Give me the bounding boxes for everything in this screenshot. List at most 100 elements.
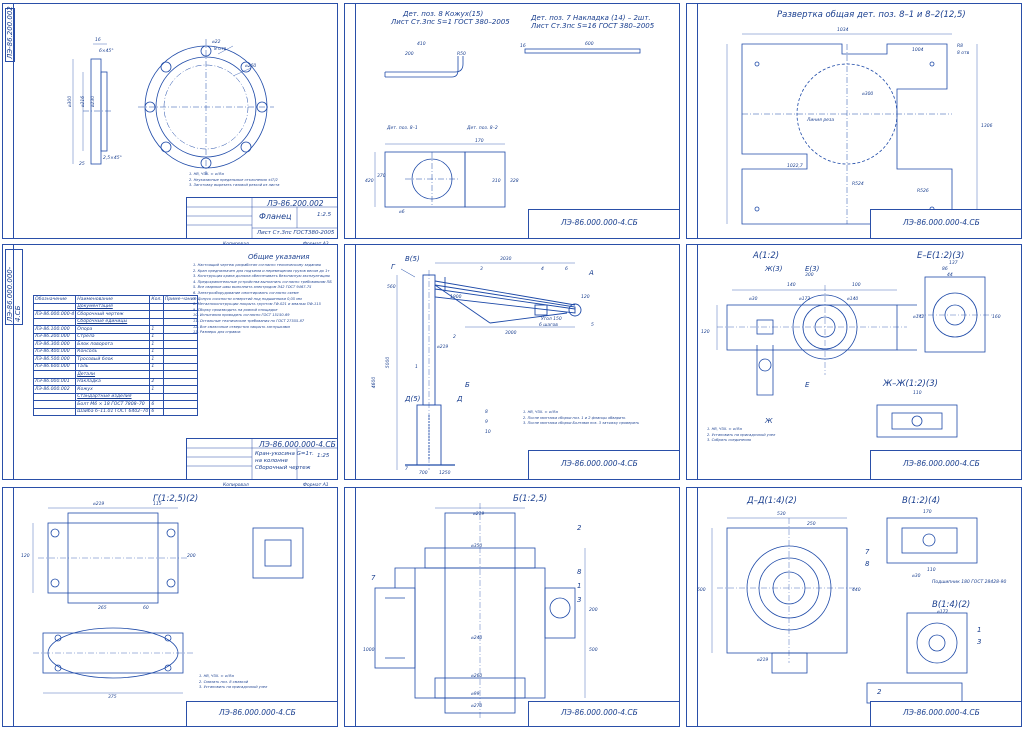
note-line: 7. Допуск соосности отверстий под подшип… [193,296,302,301]
dim-label: 120 [701,330,710,335]
section-d-drawing [711,517,978,704]
dim-label: 328 [510,179,519,184]
note-line: 11. Остальные технические требования по … [193,318,305,323]
views-drawing [716,276,993,438]
view-title: Ж–Ж(1:2)(3) [883,379,938,389]
view-title: А(1:2) [753,251,780,261]
spec-name: Тросовый блок [75,355,151,364]
sheet-margin [3,245,14,479]
dim-label: 100 [852,283,861,288]
drawing-name: на колонне [255,458,288,464]
spec-code: ЛЭ-86.000.002 [32,385,77,394]
notes-title: Общие указания [248,253,310,261]
dim-label: 310 [492,179,501,184]
dim-label: 6 шагов [539,323,558,328]
title-block: ЛЭ-86.000.000-4.СБ [528,701,679,726]
dim-label: 8 отв [957,51,970,56]
note-line: 12. Все смазочные отверстия закрыть загл… [193,324,290,329]
dim-label: ⌀219 [93,502,105,507]
dim-label: 530 [777,512,786,517]
note-line: 3. Заготовку вырезать газовой резкой из … [189,183,280,188]
view-title: Развертка общая дет. поз. 8–1 и 8–2(12,5… [777,10,966,20]
callout: 2 [877,688,882,696]
sheet-view-b: Б(1:2,5) ⌀219 ⌀350 ⌀240 ⌀260 ⌀270 ⌀99 20… [344,487,680,727]
drawing-name: Кран-укосина G=1т. [255,451,314,457]
dim-label: R8 [957,44,963,49]
callout: 3 [480,267,483,272]
note-line: 3. После монтажа сборки Болтами поз. 3 з… [523,421,640,426]
callout: 2 [577,524,582,532]
callout: 1 [577,582,582,590]
general-notes: 1. Настоящий чертеж разработан согласно … [193,263,332,336]
spec-name: Сборочный чертеж [75,310,151,319]
title-block: ЛЭ-86.000.000-4.СБ [870,450,1021,479]
spec-header: Обозначение [32,295,77,304]
development-drawing [726,33,978,225]
dim-label: 200 [405,52,414,57]
note-line: 9. Сборку производить на ровной площадке [193,307,278,312]
note-line: 13. Размеры для справок [193,330,241,335]
spec-qty: 1 [149,385,164,394]
note-line: 6. Электрооборудование смонтировать согл… [193,290,299,295]
spec-code: ЛЭ-86.500.000 [32,355,77,364]
drawing-code: ЛЭ-86.000.000-4.СБ [219,708,296,717]
dim-label: 170 [475,139,484,144]
dim-label: 16 [95,38,101,43]
dim-label: 700 [419,471,428,476]
vertical-code: ЛЭ-86.000.000-4.СБ [5,249,23,325]
dim-label: R50 [457,52,466,57]
dim-label: ⌀219 [757,658,769,663]
view-label: В(5) [405,255,420,263]
spec-code: ЛЭ-86.600.000 [32,362,77,371]
dim-label: 170 [923,510,932,515]
sheet-views-a-e: А(1:2) Ж(3) Е(3) Е–Е(1:2)(3) Ж–Ж(1:2)(3)… [686,244,1022,480]
dim-label: 1004 [912,48,924,53]
drawing-name: Фланец [259,212,292,221]
sheet-margin [687,4,698,238]
tech-notes: 1. НВ, ЧЗХ. ≈ ⌀√Ra 2. Неуказанные предел… [189,172,279,189]
spec-code: ЛЭ-86.400.000 [32,347,77,356]
spec-code: ЛЭ-86.000.000-4 [32,310,77,319]
spec-code: ЛЭ-86.100.000 [32,325,77,334]
view-title: В(1:4)(2) [932,600,971,610]
sheet-view-g: Г(1:2,5)(2) ⌀219 115 120 200 265 60 375 … [2,487,338,727]
dim-label: 200 [589,608,598,613]
dim-label: ⌀260 [245,64,257,69]
spec-header: Кол. [149,295,164,304]
callout: 7 [865,548,870,556]
dim-label: 140 [787,283,796,288]
note-line: 1. Настоящий чертеж разработан согласно … [193,263,321,267]
dim-label: 120 [581,295,590,300]
footer-copied: Копировал [223,483,249,488]
sheet-margin [687,245,698,479]
dim-label: R526 [917,189,929,194]
sheet-crane-assembly: В(5) Г Б Д(5) Д А 1 2 3 4 5 6 7 8 9 10 3… [344,244,680,480]
note-line: 3. Установить на присадочный узел [199,685,268,690]
dim-label: 16 [520,44,526,49]
view-label: Г [391,263,395,271]
callout: 8 [577,568,582,576]
spec-qty: 1 [149,355,164,364]
dim-label: 1900 [450,295,462,300]
callout: 9 [485,420,488,425]
title-block: ЛЭ-86.000.000-4.СБ [870,209,1021,238]
view-title: Е(3) [805,265,820,273]
sheet-margin [3,4,14,238]
spec-name: Болт М6 × 18 ГОСТ 7808–70 [75,400,151,409]
dim-label: 3000 [505,331,517,336]
dim-label: ⌀30 [749,297,758,302]
spec-name: Стрела [75,332,151,341]
callout: 6 [565,267,568,272]
dim-label: 110 [927,568,936,573]
title-block: ЛЭ-86.200.002 Фланец 1:2.5 Лист Ст.3пс Г… [186,197,337,238]
spec-qty: 6 [149,407,164,416]
spec-name: Кожух [75,385,151,394]
spec-name: Блок поворота [75,340,151,349]
dim-label: 120 [21,554,30,559]
dim-label: 1034 [837,28,849,33]
dim-label: 300 [805,273,814,278]
dim-label: ⌀216 [81,95,87,108]
spec-qty: 1 [149,325,164,334]
dim-label: 410 [417,42,426,47]
spec-name: Консоль [75,347,151,356]
